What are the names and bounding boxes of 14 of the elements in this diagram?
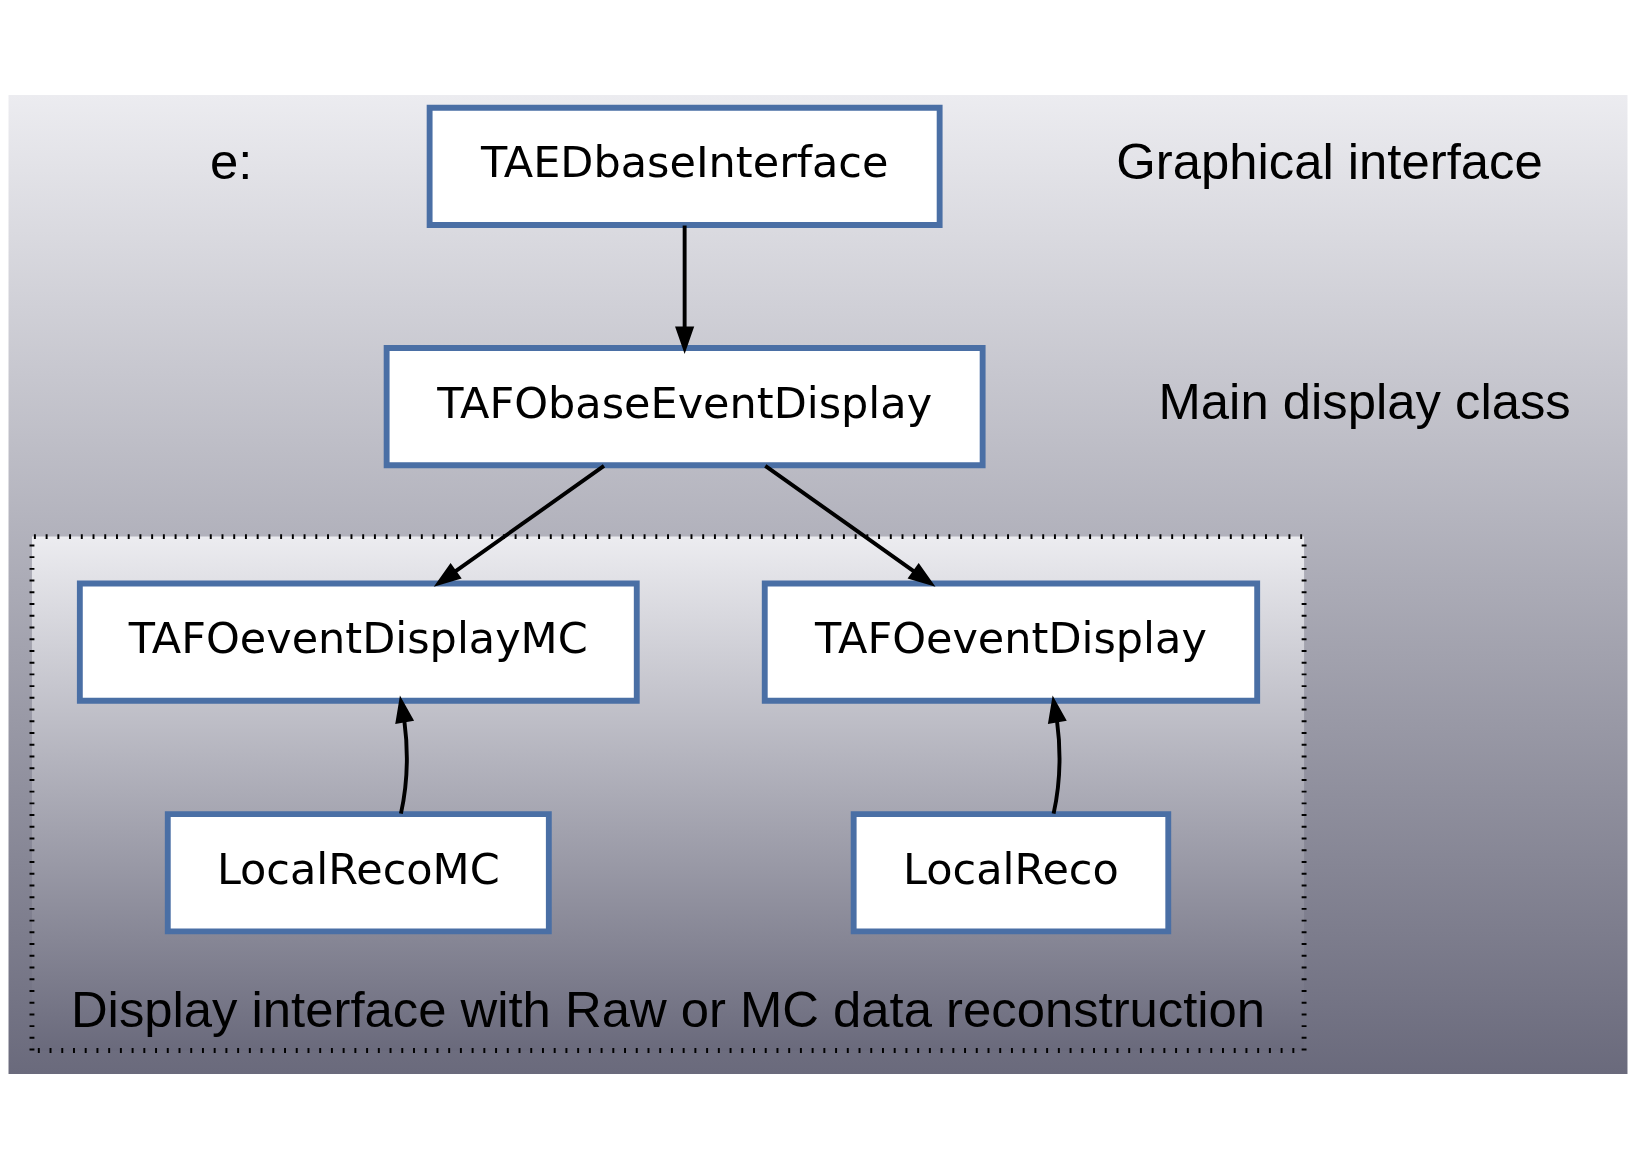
node-box: LocalRecoMC [164, 810, 552, 934]
arrow [433, 463, 606, 587]
node-box: TAFOeventDisplayMC [76, 580, 640, 704]
node-box: TAFObaseEventDisplay [383, 344, 986, 468]
label: Graphical interface [1116, 132, 1543, 190]
arrow [675, 225, 695, 354]
label: Main display class [1158, 372, 1571, 430]
node-box: TAFOeventDisplay [761, 580, 1261, 704]
arrow [1047, 694, 1067, 814]
arrow [764, 463, 936, 587]
label: e: [210, 132, 253, 190]
arrow [395, 694, 415, 814]
node-box: TAEDbaseInterface [426, 104, 943, 228]
node-box: LocalReco [850, 810, 1172, 934]
